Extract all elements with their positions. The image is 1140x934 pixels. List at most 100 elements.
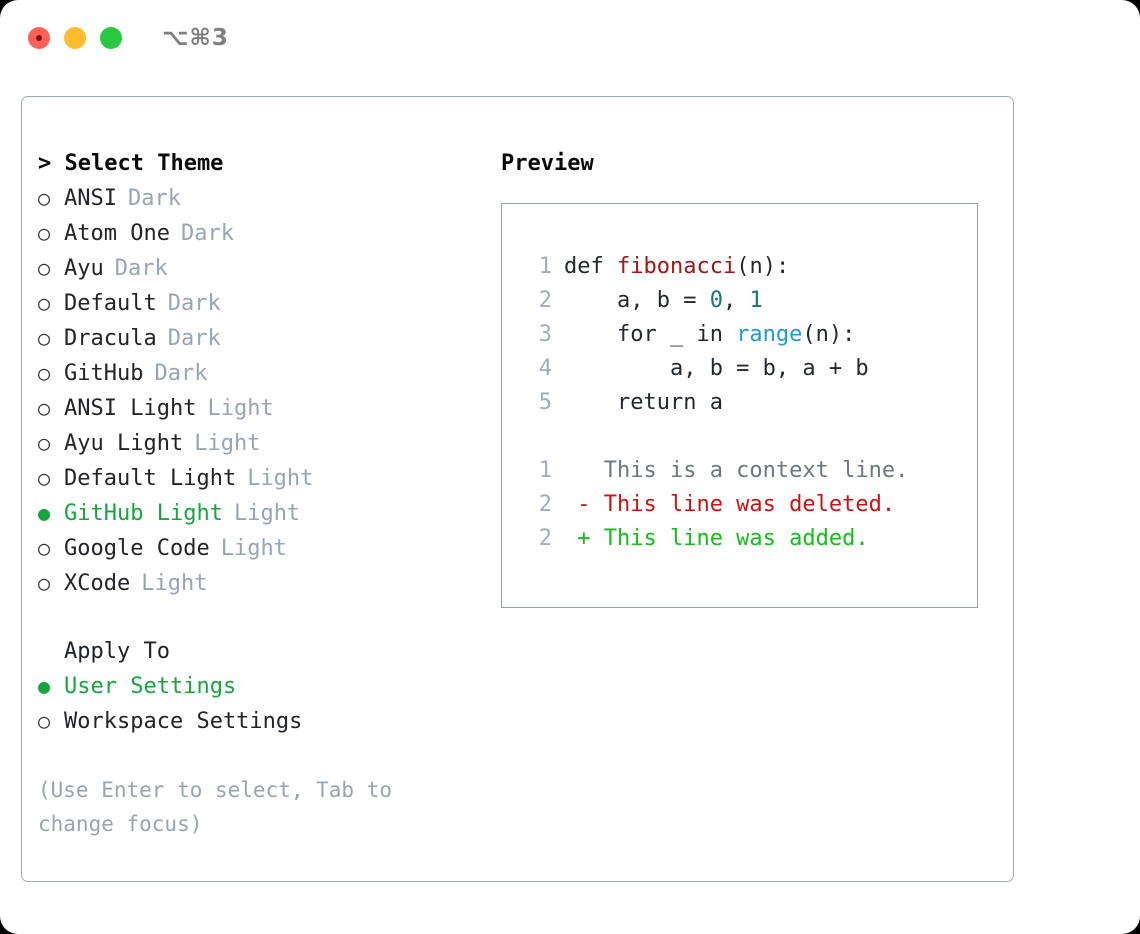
code-token: for _ in [564, 322, 737, 347]
theme-variant-badge: Dark [154, 361, 208, 386]
theme-variant-badge: Dark [167, 326, 221, 351]
apply-to-label: Apply To [64, 639, 170, 664]
diff-text: + This line was added. [564, 526, 869, 551]
theme-list-item[interactable]: ○ ANSI Dark [38, 181, 493, 216]
theme-list-item[interactable]: ○ ANSI Light Light [38, 391, 493, 426]
diff-sample: 1 This is a context line.2 - This line w… [524, 454, 977, 556]
theme-list-item[interactable]: ○ Google Code Light [38, 531, 493, 566]
diff-line: 2 - This line was deleted. [524, 488, 977, 522]
code-token: 0 [709, 288, 723, 313]
apply-to-name: User Settings [64, 674, 237, 699]
line-number: 2 [538, 492, 552, 517]
theme-name: GitHub [64, 361, 144, 386]
theme-variant-badge: Light [233, 501, 301, 526]
code-line: 3 for _ in range(n): [524, 318, 977, 352]
preview-title: Preview [501, 151, 594, 176]
code-line: 5 return a [524, 386, 977, 420]
window-controls [28, 27, 122, 49]
code-token: (n): [736, 254, 790, 279]
radio-unselected-icon: ○ [38, 396, 51, 420]
radio-unselected-icon: ○ [38, 361, 51, 385]
theme-name: ANSI Light [64, 396, 197, 421]
line-number: 2 [538, 288, 552, 313]
radio-unselected-icon: ○ [38, 221, 51, 245]
keyboard-hint: (Use Enter to select, Tab to change focu… [38, 778, 405, 836]
keyboard-shortcut-label: ⌥⌘3 [162, 25, 229, 51]
line-number: 2 [538, 526, 552, 551]
line-number: 1 [538, 458, 552, 483]
theme-name: XCode [64, 571, 131, 596]
theme-list-item[interactable]: ○ Dracula Dark [38, 321, 493, 356]
theme-name: Google Code [64, 536, 210, 561]
diff-text: This is a context line. [564, 458, 909, 483]
radio-unselected-icon: ○ [38, 536, 51, 560]
line-number: 5 [538, 390, 552, 415]
theme-variant-badge: Dark [114, 256, 168, 281]
theme-variant-badge: Dark [180, 221, 234, 246]
theme-list-item[interactable]: ○ Default Light Light [38, 461, 493, 496]
radio-selected-icon: ● [38, 674, 51, 698]
radio-unselected-icon: ○ [38, 571, 51, 595]
theme-name: Dracula [64, 326, 157, 351]
theme-variant-badge: Light [247, 466, 314, 491]
code-line: 4 a, b = b, a + b [524, 352, 977, 386]
apply-to-list[interactable]: ● User Settings ○ Workspace Settings [38, 669, 493, 739]
theme-name: ANSI [64, 186, 117, 211]
theme-list-item[interactable]: ○ XCode Light [38, 566, 493, 601]
theme-variant-badge: Dark [167, 291, 221, 316]
code-token: return a [564, 390, 723, 415]
radio-unselected-icon: ○ [38, 709, 51, 733]
code-line: 1 def fibonacci(n): [524, 250, 977, 284]
radio-unselected-icon: ○ [38, 466, 51, 490]
page-title: > Select Theme [38, 151, 224, 176]
radio-unselected-icon: ○ [38, 186, 51, 210]
code-token: fibonacci [616, 254, 737, 279]
theme-variant-badge: Light [207, 396, 274, 421]
diff-line: 1 This is a context line. [524, 454, 977, 488]
minimize-icon[interactable] [64, 27, 86, 49]
code-token: def [564, 254, 617, 279]
diff-line: 2 + This line was added. [524, 522, 977, 556]
code-token: 1 [749, 288, 763, 313]
apply-to-name: Workspace Settings [64, 709, 303, 734]
theme-name: Default [64, 291, 157, 316]
apply-to-item[interactable]: ○ Workspace Settings [38, 704, 493, 739]
radio-unselected-icon: ○ [38, 326, 51, 350]
radio-unselected-icon: ○ [38, 256, 51, 280]
apply-to-item[interactable]: ● User Settings [38, 669, 493, 704]
code-token: a, b = b, a + b [564, 356, 869, 381]
radio-selected-icon: ● [38, 501, 51, 525]
code-token: range [736, 322, 803, 347]
theme-variant-badge: Light [141, 571, 208, 596]
line-number: 1 [538, 254, 552, 279]
theme-name: Ayu [64, 256, 104, 281]
theme-name: Default Light [64, 466, 237, 491]
theme-variant-badge: Light [220, 536, 287, 561]
theme-list-item[interactable]: ○ Atom One Dark [38, 216, 493, 251]
code-token: a, b = [564, 288, 710, 313]
title-bar: ⌥⌘3 [0, 0, 1140, 76]
diff-text: - This line was deleted. [564, 492, 896, 517]
theme-variant-badge: Light [194, 431, 261, 456]
theme-name: GitHub Light [64, 501, 223, 526]
maximize-icon[interactable] [100, 27, 122, 49]
theme-list-item[interactable]: ○ Ayu Dark [38, 251, 493, 286]
theme-list-item[interactable]: ● GitHub Light Light [38, 496, 493, 531]
theme-variant-badge: Dark [127, 186, 181, 211]
theme-name: Atom One [64, 221, 170, 246]
close-icon[interactable] [28, 27, 50, 49]
theme-list-item[interactable]: ○ GitHub Dark [38, 356, 493, 391]
code-token: (n): [802, 322, 856, 347]
code-line: 2 a, b = 0, 1 [524, 284, 977, 318]
line-number: 3 [538, 322, 552, 347]
code-token: , [722, 288, 750, 313]
